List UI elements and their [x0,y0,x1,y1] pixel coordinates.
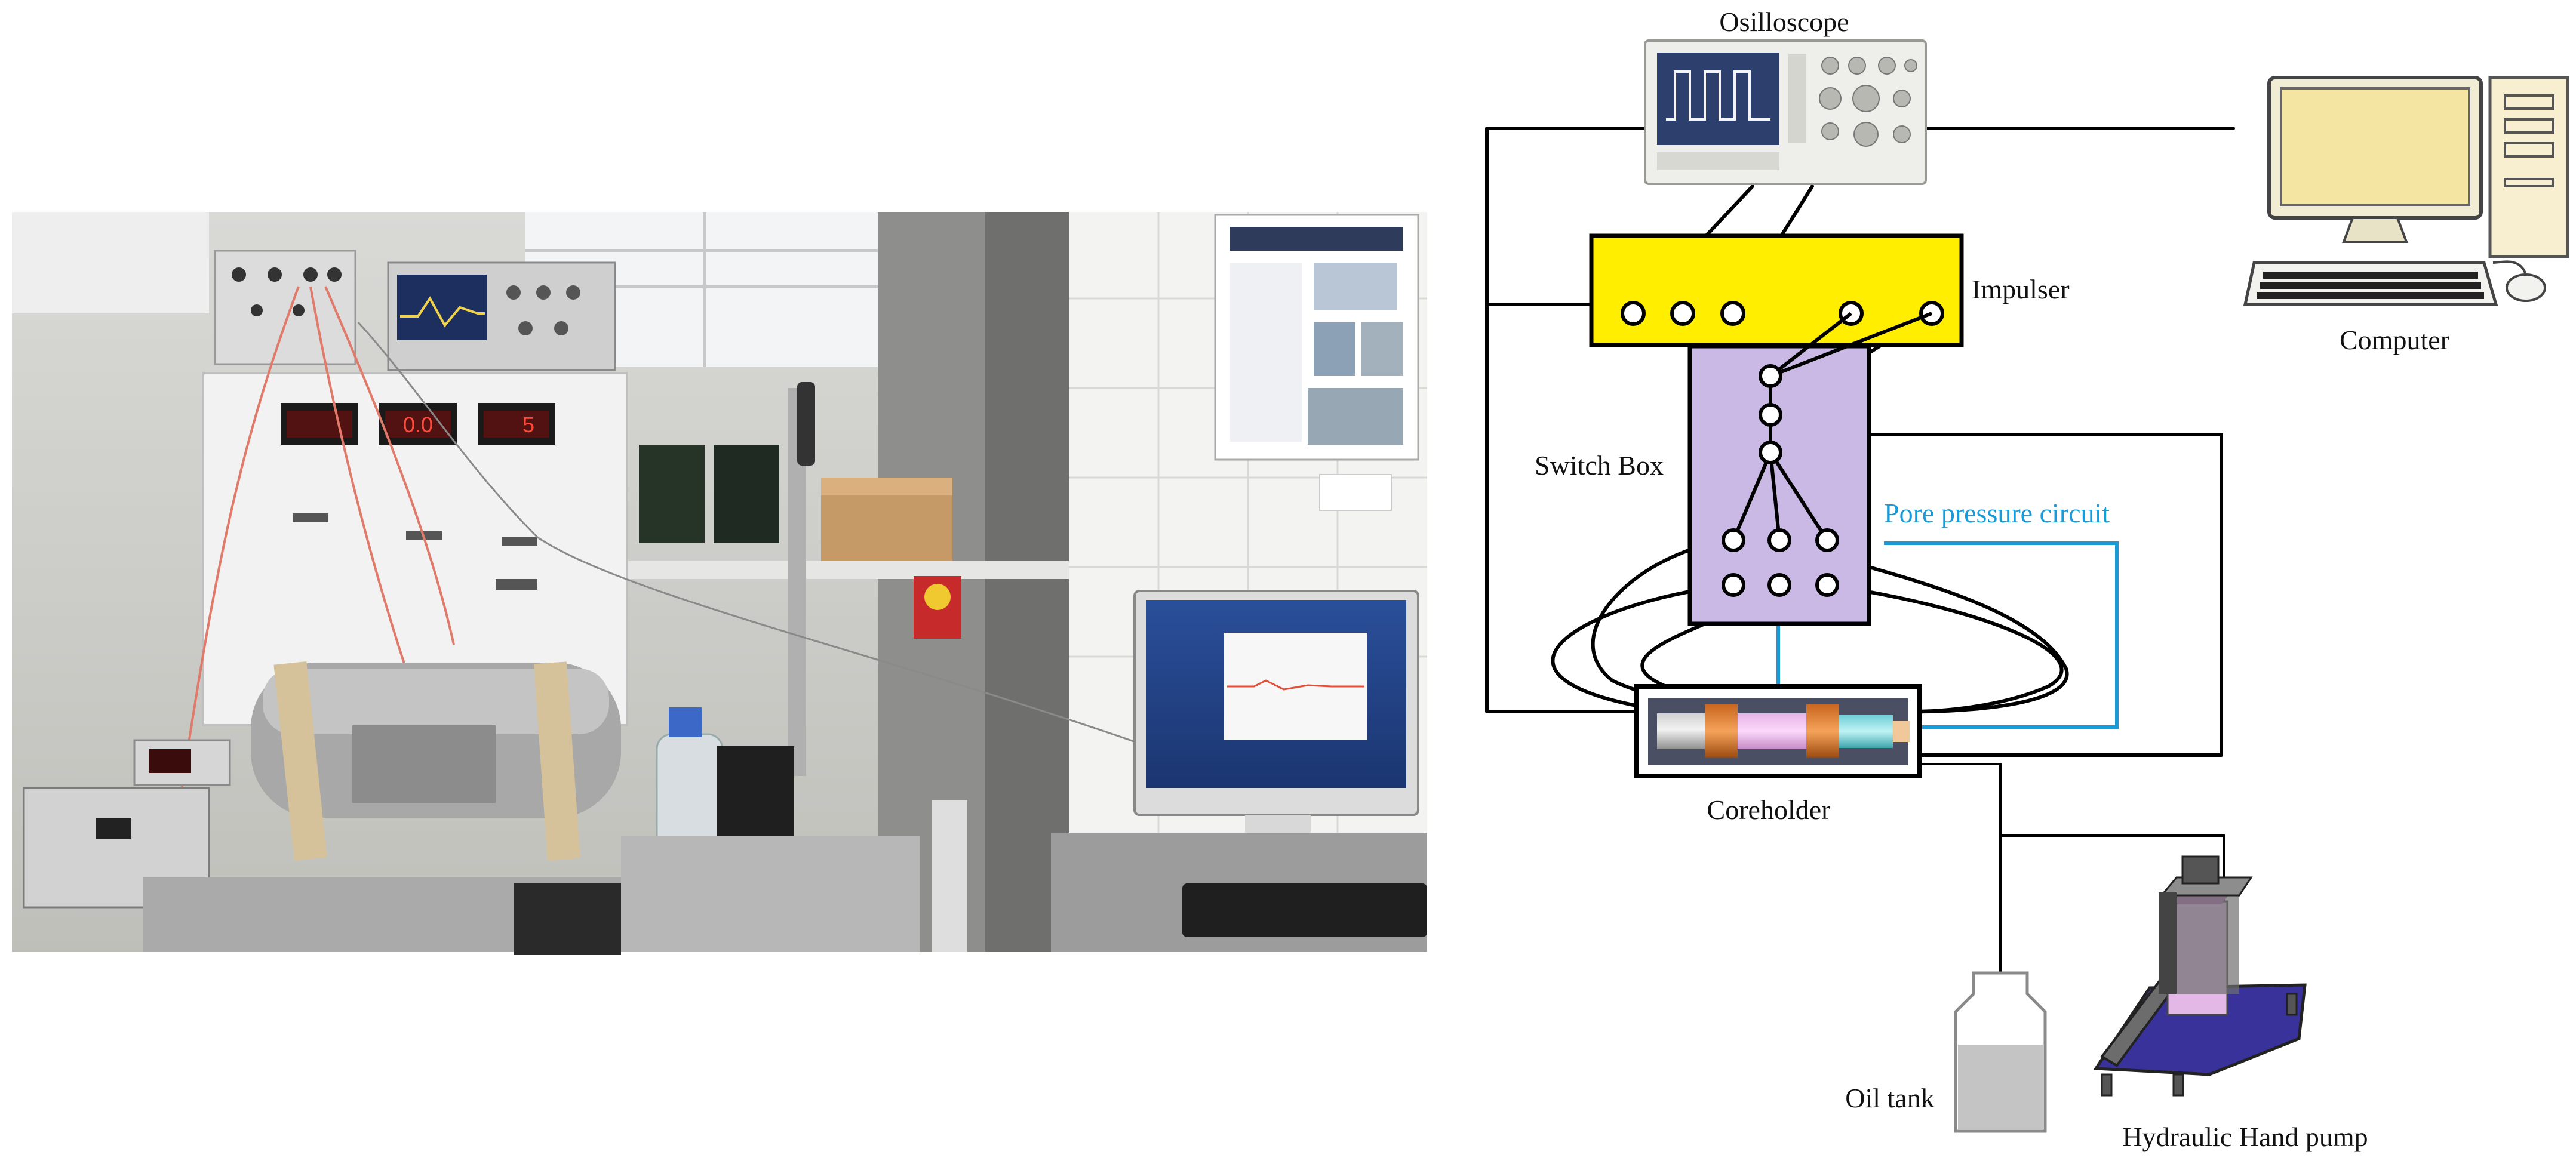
switch-terminal [1759,403,1782,427]
impulser-port [1720,301,1745,326]
oscilloscope-label: Osilloscope [1719,7,1849,37]
window-left [12,212,209,313]
impulser-label: Impulser [1972,274,2070,304]
switch-box [1687,312,1933,626]
switch-box-label: Switch Box [1535,450,1664,481]
wire [1867,433,2223,757]
switch-terminal [1722,528,1745,552]
strap [273,661,327,861]
switch-terminal [1759,441,1782,464]
switch-terminal [1767,528,1791,552]
switch-terminal [1722,573,1745,597]
desktop-computer-icon [2243,76,2569,306]
switch-terminal [1767,573,1791,597]
digital-display [281,403,358,445]
switch-terminal [1815,573,1839,597]
display-reading: 0.0 [403,412,433,437]
laboratory-photo: 0.0 5 [12,212,1427,955]
keyboard [1182,883,1427,937]
impulser-port [1621,301,1646,326]
drill-bit [714,445,779,543]
display-reading: 5 [522,412,534,437]
wire [1485,127,1647,713]
computer-label: Computer [2340,325,2449,355]
drill-bit [639,445,705,543]
pore-pressure-line [1776,541,2119,729]
strap [533,661,580,861]
switch-terminal [1815,528,1839,552]
digital-display: 0.0 [379,403,457,445]
bottle-icon [1954,971,2047,1133]
coreholder-label: Coreholder [1707,795,1831,825]
hand-pump-icon [2093,855,2307,1097]
oil-tank-label: Oil tank [1845,1083,1934,1113]
pore-pressure-label: Pore pressure circuit [1884,498,2110,528]
coreholder-icon [1634,684,1922,778]
switch-terminal [1759,364,1782,388]
impulser-port [1670,301,1695,326]
pump-label: Hydraulic Hand pump [2122,1122,2368,1152]
impulser-box [1589,233,1964,347]
digital-display: 5 [478,403,555,445]
oscilloscope-icon [1644,39,1927,185]
